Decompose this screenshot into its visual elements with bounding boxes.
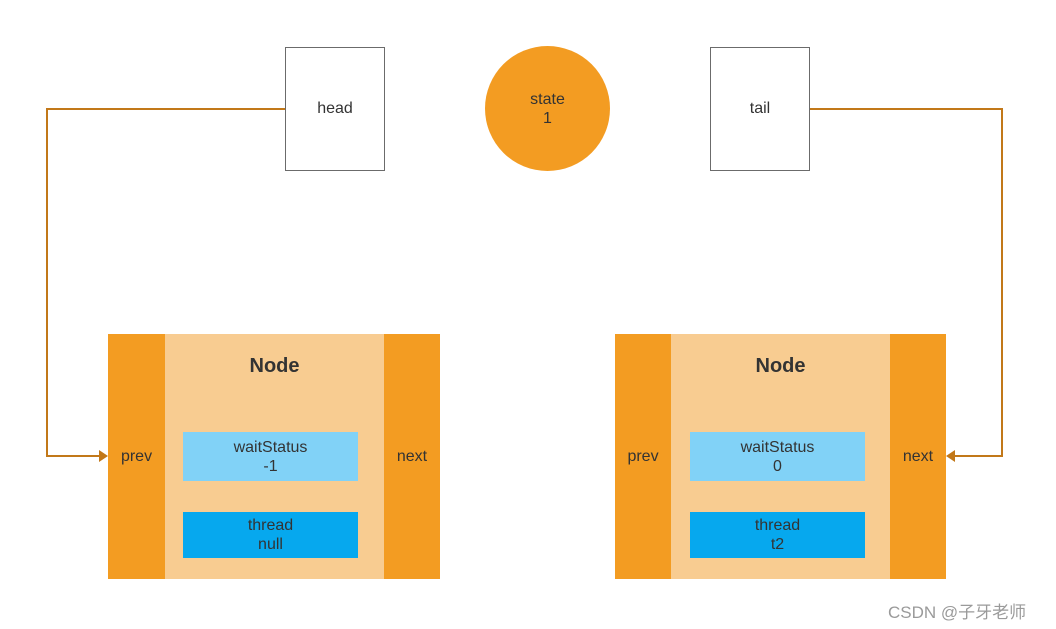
- node-1-thread-field: thread null: [183, 512, 358, 558]
- node-1-prev-label: prev: [120, 447, 153, 465]
- head-to-node1-prev-arrow: [46, 108, 285, 457]
- node-2-thread-label: thread: [754, 517, 801, 534]
- node-2-wait-status-label: waitStatus: [740, 438, 815, 456]
- tail-to-node2-next-arrow: [810, 108, 1003, 457]
- state-label: state: [530, 90, 565, 108]
- node-1-thread-label: thread: [247, 517, 294, 534]
- node-1-next-label: next: [396, 447, 428, 465]
- node-1-wait-status-field: waitStatus -1: [183, 432, 358, 481]
- node-1-title: Node: [249, 354, 300, 377]
- tail-arrowhead: [946, 450, 955, 462]
- node-2-thread-field: thread t2: [690, 512, 865, 558]
- watermark: CSDN @子牙老师: [888, 603, 1027, 622]
- node-1-wait-status-value: -1: [263, 457, 278, 475]
- head-label: head: [317, 100, 353, 117]
- head-pointer-box: head: [285, 47, 385, 171]
- node-2-title: Node: [755, 354, 806, 377]
- head-arrowhead: [99, 450, 108, 462]
- node-1-prev-slot: prev: [108, 334, 165, 579]
- node-2-prev-label: prev: [627, 447, 659, 465]
- node-2-prev-slot: prev: [615, 334, 671, 579]
- state-value: 1: [543, 109, 552, 127]
- tail-label: tail: [749, 100, 771, 117]
- node-1-wait-status-label: waitStatus: [233, 438, 308, 456]
- node-1-next-slot: next: [384, 334, 440, 579]
- node-2-wait-status-field: waitStatus 0: [690, 432, 865, 481]
- tail-pointer-box: tail: [710, 47, 810, 171]
- node-2-wait-status-value: 0: [773, 457, 782, 475]
- node-2-thread-value: t2: [770, 536, 785, 553]
- state-circle: state 1: [485, 46, 610, 171]
- node-2-next-slot: next: [890, 334, 946, 579]
- node-1-thread-value: null: [258, 536, 283, 553]
- node-2-next-label: next: [902, 447, 934, 465]
